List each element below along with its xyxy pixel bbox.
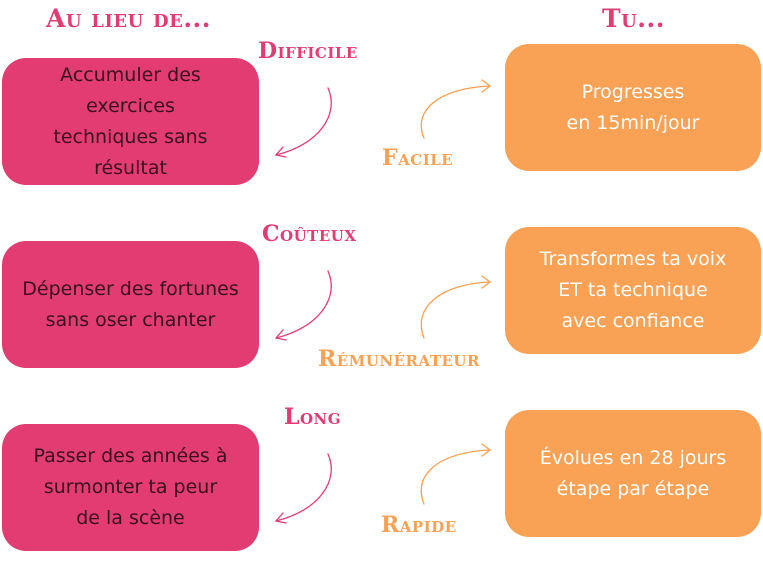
arrowhead-orange-3 [481, 443, 492, 457]
curved-arrow-orange-1 [420, 85, 491, 139]
arrowhead-orange-1 [481, 79, 492, 93]
curved-arrow-orange-2 [420, 281, 491, 339]
positive-box-1: Progresses en 15min/jour [505, 44, 761, 171]
negative-label-difficile: Difficile [258, 38, 358, 64]
positive-text-2: Transformes ta voix ET ta technique avec… [539, 248, 727, 332]
curved-arrow-pink-2 [275, 270, 332, 339]
right-column-header: Tu... [602, 4, 665, 33]
negative-text-3: Passer des années à surmonter ta peur de… [33, 445, 228, 529]
positive-label-rapide: Rapide [381, 512, 457, 538]
negative-text-1: Accumuler des exercices techniques sans … [53, 63, 208, 179]
positive-label-remunerateur: Rémunérateur [318, 346, 480, 372]
arrowhead-pink-1 [274, 146, 287, 158]
positive-box-3: Évolues en 28 jours étape par étape [505, 410, 761, 537]
negative-label-long: Long [284, 404, 342, 430]
negative-label-couteux: Coûteux [262, 221, 357, 247]
positive-box-2: Transformes ta voix ET ta technique avec… [505, 227, 761, 354]
curved-arrow-orange-3 [420, 449, 491, 505]
left-column-header: Au lieu de... [46, 4, 211, 33]
positive-text-3: Évolues en 28 jours étape par étape [539, 446, 727, 500]
positive-text-1: Progresses en 15min/jour [566, 80, 700, 134]
arrowhead-pink-2 [274, 329, 287, 341]
positive-label-facile: Facile [382, 145, 454, 171]
arrowhead-orange-2 [481, 275, 492, 289]
arrowhead-pink-3 [274, 512, 287, 524]
negative-box-3: Passer des années à surmonter ta peur de… [2, 424, 259, 551]
negative-text-2: Dépenser des fortunes sans oser chanter [22, 277, 239, 331]
negative-box-2: Dépenser des fortunes sans oser chanter [2, 241, 259, 368]
curved-arrow-pink-1 [275, 87, 332, 156]
negative-box-1: Accumuler des exercices techniques sans … [2, 58, 259, 185]
curved-arrow-pink-3 [275, 453, 332, 522]
